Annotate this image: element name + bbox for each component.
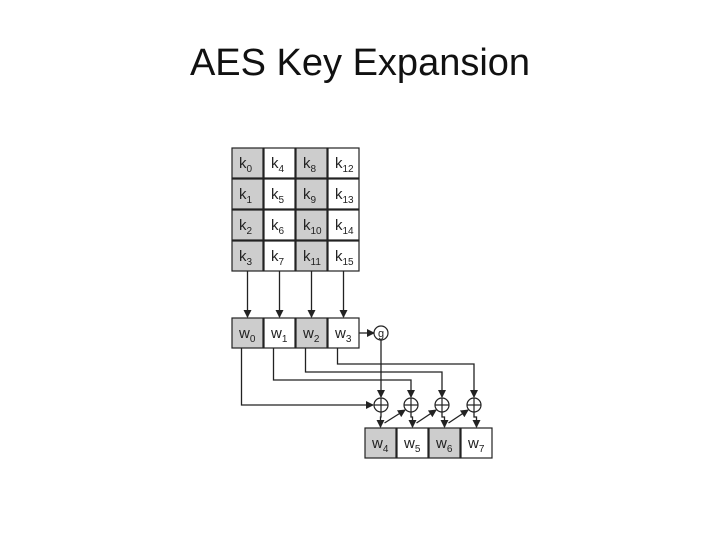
key-cell-k9-label: k9	[303, 186, 317, 206]
wire-w1-to-xor1	[272, 348, 415, 398]
word-cell-w6-label: w6	[435, 435, 453, 455]
word-cell-w3-label: w3	[334, 325, 352, 345]
key-cell-k10: k10	[295, 209, 328, 241]
key-cell-k11: k11	[295, 240, 328, 272]
word-cell-w4: w4	[364, 427, 397, 459]
xor-icon	[373, 397, 389, 413]
word-row-w0-w3: w0 w1 w2 w3	[231, 317, 360, 349]
key-cell-k7-box	[263, 240, 296, 272]
key-cell-k5-label: k5	[271, 186, 285, 206]
key-cell-k3-label: k3	[239, 248, 253, 268]
word-cell-w2-label: w2	[302, 325, 320, 345]
g-function-label: g	[378, 328, 384, 340]
key-cell-k15-box	[327, 240, 360, 272]
key-cell-k12-box	[327, 147, 360, 179]
word-cell-w0-label: w0	[238, 325, 256, 345]
key-cell-k4-box	[263, 147, 296, 179]
word-cell-w7: w7	[460, 427, 493, 459]
key-cell-k13: k13	[327, 178, 360, 210]
key-cell-k12-label: k12	[335, 155, 354, 175]
key-cell-k1-label: k1	[239, 186, 253, 206]
key-cell-k4: k4	[263, 147, 296, 179]
key-cell-k0-label: k0	[239, 155, 253, 175]
wire-chain-w6-to-xor3	[448, 409, 469, 424]
word-cell-w2: w2	[295, 317, 328, 349]
key-cell-k6-label: k6	[271, 217, 285, 237]
wire-chain-w5-to-xor2	[416, 409, 437, 424]
key-cell-k2-label: k2	[239, 217, 253, 237]
word-cell-w1-box	[263, 317, 296, 349]
key-cell-k5-box	[263, 178, 296, 210]
wire-w2-to-xor2	[304, 348, 446, 398]
key-cell-k8-box	[295, 147, 328, 179]
key-cell-k3-box	[231, 240, 264, 272]
page-title: AES Key Expansion	[189, 42, 531, 84]
key-cell-k12: k12	[327, 147, 360, 179]
word-cell-w3-box	[327, 317, 360, 349]
word-cell-w7-label: w7	[467, 435, 485, 455]
wire-xor-to-w7	[472, 412, 481, 428]
word-cell-w5-label: w5	[403, 435, 421, 455]
key-cell-k3: k3	[231, 240, 264, 272]
key-cell-k1: k1	[231, 178, 264, 210]
key-cell-k0: k0	[231, 147, 264, 179]
key-cell-k15-label: k15	[335, 248, 354, 268]
key-cell-k2: k2	[231, 209, 264, 241]
word-cell-w7-box	[460, 427, 493, 459]
word-cell-w0: w0	[231, 317, 264, 349]
wire-w3-to-xor3	[336, 348, 478, 398]
key-cell-k11-label: k11	[303, 248, 321, 268]
key-cell-k9: k9	[295, 178, 328, 210]
key-cell-k0-box	[231, 147, 264, 179]
key-matrix: k0 k1 k2 k3 k4 k5 k6 k7 k8 k9 k10 k11 k12 k13 k14 k15	[231, 147, 360, 272]
wire-xor-to-w6	[440, 412, 449, 428]
key-cell-k6: k6	[263, 209, 296, 241]
wire-w0-to-xor0	[240, 348, 374, 409]
word-cell-w6-box	[428, 427, 461, 459]
word-cell-w2-box	[295, 317, 328, 349]
wire-chain-w4-to-xor1	[384, 409, 406, 424]
key-cell-k14-box	[327, 209, 360, 241]
key-cell-k7-label: k7	[271, 248, 285, 268]
wire-xor-to-w4	[376, 412, 385, 428]
key-cell-k4-label: k4	[271, 155, 285, 175]
key-cell-k13-box	[327, 178, 360, 210]
word-cell-w3: w3	[327, 317, 360, 349]
key-cell-k5: k5	[263, 178, 296, 210]
key-cell-k2-box	[231, 209, 264, 241]
word-cell-w5-box	[396, 427, 429, 459]
word-cell-w1-label: w1	[270, 325, 288, 345]
key-cell-k6-box	[263, 209, 296, 241]
wire-xor-to-w5	[408, 412, 417, 428]
connection-wires: g	[240, 271, 482, 428]
word-cell-w4-box	[364, 427, 397, 459]
word-cell-w6: w6	[428, 427, 461, 459]
key-cell-k14: k14	[327, 209, 360, 241]
key-cell-k7: k7	[263, 240, 296, 272]
key-cell-k8: k8	[295, 147, 328, 179]
key-cell-k9-box	[295, 178, 328, 210]
xor-icon	[434, 397, 450, 413]
word-cell-w0-box	[231, 317, 264, 349]
key-cell-k11-box	[295, 240, 328, 272]
key-cell-k1-box	[231, 178, 264, 210]
word-cell-w1: w1	[263, 317, 296, 349]
key-cell-k14-label: k14	[335, 217, 354, 237]
word-cell-w5: w5	[396, 427, 429, 459]
xor-icon	[466, 397, 482, 413]
word-row-w4-w7: w4 w5 w6 w7	[364, 427, 493, 459]
key-cell-k13-label: k13	[335, 186, 354, 206]
key-cell-k8-label: k8	[303, 155, 317, 175]
key-cell-k10-box	[295, 209, 328, 241]
g-function-node: g	[373, 325, 389, 341]
word-cell-w4-label: w4	[371, 435, 389, 455]
xor-icon	[403, 397, 419, 413]
key-cell-k10-label: k10	[303, 217, 322, 237]
key-cell-k15: k15	[327, 240, 360, 272]
